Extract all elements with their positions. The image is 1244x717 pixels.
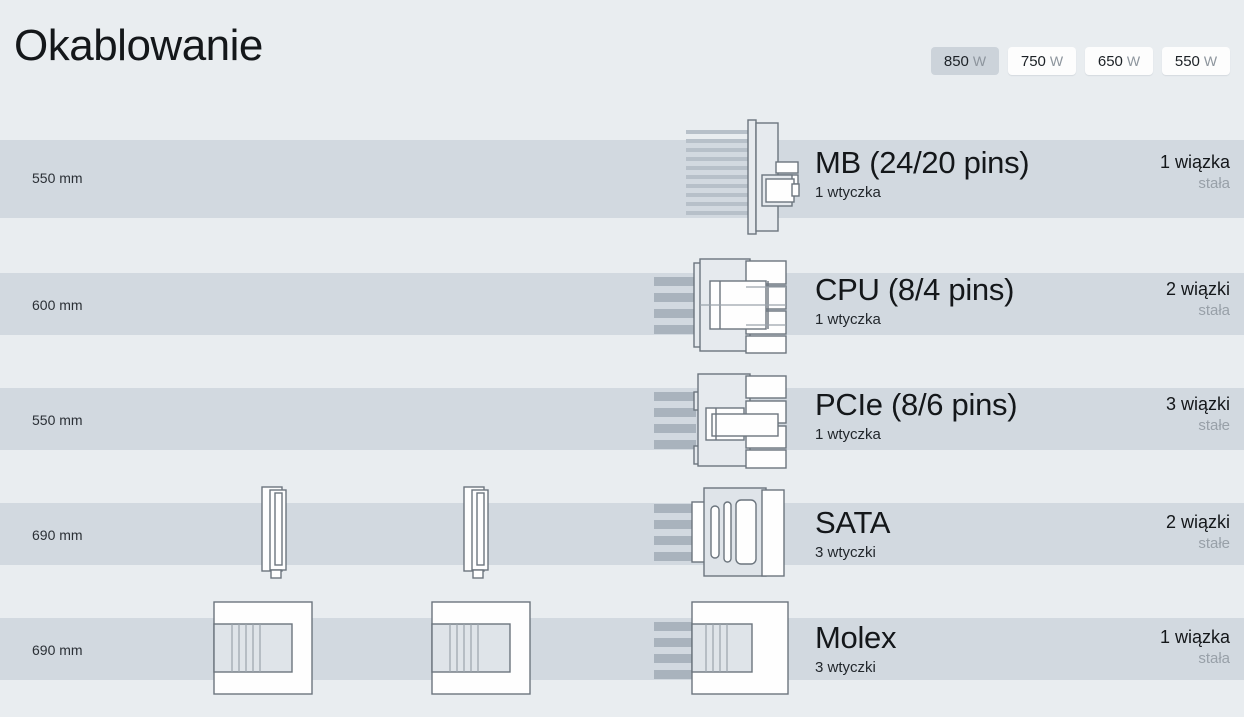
cable-mode: stała xyxy=(1198,650,1230,667)
cable-info-sata: SATA 3 wtyczki xyxy=(815,505,1115,563)
cable-bar xyxy=(0,273,1244,335)
cable-mode: stałe xyxy=(1198,417,1230,434)
cable-length-label: 690 mm xyxy=(32,642,83,658)
cable-info-mb: MB (24/20 pins) 1 wtyczka xyxy=(815,145,1115,203)
wattage-option-650[interactable]: 650 W xyxy=(1085,47,1153,75)
pcie-housing-icon xyxy=(693,373,787,469)
page-header: Okablowanie 850 W 750 W 650 W 550 W xyxy=(0,0,1244,110)
sata-housing-icon xyxy=(691,487,785,577)
cable-plugs: 1 wtyczka xyxy=(815,426,881,443)
inline-connector-sata-2 xyxy=(463,486,489,579)
cable-count-info-sata: 2 wiązki stałe xyxy=(990,511,1230,554)
wattage-option-550[interactable]: 550 W xyxy=(1162,47,1230,75)
cable-length-label: 550 mm xyxy=(32,170,83,186)
wire-bundle-icon xyxy=(654,392,696,449)
cable-length-label: 550 mm xyxy=(32,412,83,428)
cable-info-molex: Molex 3 wtyczki xyxy=(815,620,1115,678)
cable-plugs: 1 wtyczka xyxy=(815,311,881,328)
wattage-value: 550 xyxy=(1174,52,1200,70)
connector-cpu-8pin xyxy=(654,258,787,354)
cable-info-pcie: PCIe (8/6 pins) 1 wtyczka xyxy=(815,387,1115,445)
cable-title: PCIe (8/6 pins) xyxy=(815,387,1018,422)
cable-info-cpu: CPU (8/4 pins) 1 wtyczka xyxy=(815,272,1115,330)
connector-sata xyxy=(654,487,785,577)
connector-molex xyxy=(654,601,789,695)
cable-count-info-molex: 1 wiązka stała xyxy=(990,626,1230,669)
cable-count-info-mb: 1 wiązka stała xyxy=(990,151,1230,194)
cable-length-label: 600 mm xyxy=(32,297,83,313)
cable-mode: stała xyxy=(1198,175,1230,192)
cable-title: MB (24/20 pins) xyxy=(815,145,1030,180)
molex-housing-icon xyxy=(691,601,789,695)
cable-row-sata: 690 mm SATA 3 wtyczki xyxy=(0,477,1244,589)
cable-length-label: 690 mm xyxy=(32,527,83,543)
cable-mode: stałe xyxy=(1198,535,1230,552)
cable-mode: stała xyxy=(1198,302,1230,319)
cable-bar xyxy=(0,618,1244,680)
connector-mb-24pin xyxy=(686,119,800,235)
cable-count-info-pcie: 3 wiązki stałe xyxy=(990,393,1230,436)
cable-title: SATA xyxy=(815,505,891,540)
cable-count: 2 wiązki xyxy=(1165,279,1230,299)
page-title: Okablowanie xyxy=(14,21,263,70)
wattage-unit: W xyxy=(1203,53,1218,69)
cable-count: 3 wiązki xyxy=(1165,394,1230,414)
connector-pcie-8pin xyxy=(654,373,787,469)
cable-count-info-cpu: 2 wiązki stała xyxy=(990,278,1230,321)
cable-plugs: 3 wtyczki xyxy=(815,659,876,676)
cable-count: 2 wiązki xyxy=(1165,512,1230,532)
mb-housing-icon xyxy=(747,119,800,235)
wattage-value: 650 xyxy=(1097,52,1123,70)
inline-connector-sata-1 xyxy=(261,486,287,579)
cable-row-pcie: 550 mm PCIe (8/6 pins) 1 wtyczka 3 wiązk… xyxy=(0,362,1244,474)
wattage-option-850[interactable]: 850 W xyxy=(931,47,999,75)
cable-row-molex: 690 mm xyxy=(0,592,1244,717)
wattage-unit: W xyxy=(972,53,987,69)
wattage-option-750[interactable]: 750 W xyxy=(1008,47,1076,75)
cable-bar xyxy=(0,388,1244,450)
wire-bundle-icon xyxy=(654,277,696,334)
cable-bar xyxy=(0,503,1244,565)
cable-plugs: 3 wtyczki xyxy=(815,544,876,561)
cable-plugs: 1 wtyczka xyxy=(815,184,881,201)
wattage-value: 850 xyxy=(943,52,969,70)
cable-row-cpu: 600 mm CPU (8/4 pins) 1 wtyczka 2 wiązk xyxy=(0,247,1244,359)
wattage-value: 750 xyxy=(1020,52,1046,70)
cable-bar xyxy=(0,140,1244,218)
inline-connector-molex-1 xyxy=(213,601,313,695)
wattage-unit: W xyxy=(1049,53,1064,69)
cable-row-mb: 550 mm MB (24/20 pins) 1 wtyczka xyxy=(0,118,1244,235)
wire-bundle-icon xyxy=(654,504,696,561)
cable-title: Molex xyxy=(815,620,897,655)
wattage-selector: 850 W 750 W 650 W 550 W xyxy=(931,47,1230,75)
inline-connector-molex-2 xyxy=(431,601,531,695)
cable-count: 1 wiązka xyxy=(1159,152,1230,172)
cpu-housing-icon xyxy=(693,258,787,354)
wattage-unit: W xyxy=(1126,53,1141,69)
wire-bundle-icon xyxy=(686,130,750,215)
cable-title: CPU (8/4 pins) xyxy=(815,272,1015,307)
wire-bundle-icon xyxy=(654,622,696,679)
cable-count: 1 wiązka xyxy=(1159,627,1230,647)
